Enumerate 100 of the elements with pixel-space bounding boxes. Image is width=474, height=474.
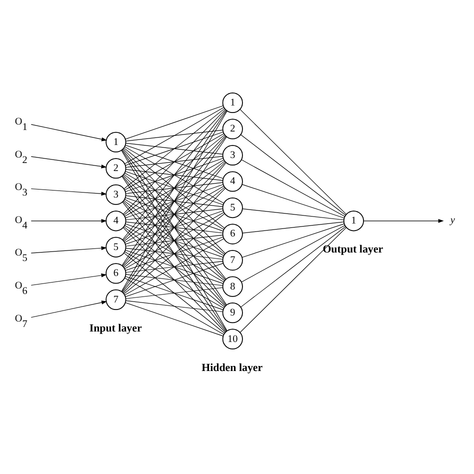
node-circle: 1 [222,92,243,113]
connector [124,250,224,308]
connector [126,274,223,286]
node-circle: 8 [222,276,243,296]
connector [122,200,226,306]
node-circle: 1 [106,131,126,152]
connector [122,201,226,332]
connector [126,182,223,194]
connector [124,185,224,242]
connector [240,108,347,214]
arrow [30,246,107,253]
connector [122,226,226,332]
arrow [364,218,444,222]
connector [122,110,227,266]
connector [121,110,228,292]
connector [126,168,223,180]
connector [124,159,224,216]
connector [125,184,224,218]
connector [125,262,224,296]
node-circle: 7 [222,250,243,270]
connector [122,161,226,267]
connector [122,162,226,292]
connector [125,157,224,192]
connector [121,150,228,331]
connector [124,172,224,230]
node-circle: 3 [106,184,126,204]
connector [125,223,224,258]
connector [122,188,226,293]
node-text: y [450,214,455,226]
connector [122,176,227,331]
connector [122,109,226,240]
connector [126,286,223,298]
node-circle: 4 [106,210,126,231]
node-circle: 6 [106,262,126,284]
node-circle: 7 [106,288,126,310]
connector [240,226,346,307]
connector [241,159,345,216]
connector [122,174,226,306]
node-circle: 2 [106,158,126,178]
connector [125,170,224,205]
connector [125,131,224,166]
connector [122,136,227,292]
connector [122,148,226,279]
node-circle: 4 [222,170,243,192]
label: Hidden layer [202,361,263,374]
connector [126,234,223,246]
connector [126,300,223,312]
node-circle: 1 [343,210,364,231]
connector [122,148,226,254]
connector [124,174,225,254]
connector [122,149,227,305]
node-circle: 6 [222,223,243,244]
connector [122,174,226,280]
node-circle: 2 [222,118,243,139]
connector [124,226,225,307]
arrow [30,188,107,196]
connector [126,156,223,168]
connector [126,260,223,272]
node-circle: 5 [222,197,243,218]
node-circle: 10 [222,328,243,349]
connector [124,106,224,164]
connector [124,146,224,203]
connector [125,104,224,139]
connector [242,208,344,220]
connector [125,196,224,231]
connector [242,184,344,218]
connector [126,194,223,207]
arrow [30,300,108,318]
connector [126,142,223,154]
arrow [30,218,107,222]
connector [240,134,346,215]
label: Output layer [322,243,384,256]
connector [122,108,226,214]
connector [124,198,224,256]
connector [124,134,225,215]
connector [126,129,223,141]
connector [125,302,224,336]
connector [242,223,344,258]
connector [240,226,347,332]
connector [124,238,224,295]
connector [124,186,225,268]
arrow [30,124,108,141]
connector [126,208,223,220]
connector [125,276,224,310]
connector [124,160,225,241]
connector [125,144,224,178]
node-circle: 9 [222,302,243,323]
connector [124,212,224,269]
connector [124,200,225,280]
connector [125,236,224,270]
connector [122,135,226,240]
connector [242,221,344,233]
label: Input layer [89,322,142,334]
node-circle: 3 [222,144,243,166]
connector [126,221,223,233]
connector [124,277,224,334]
connector [122,136,226,266]
node-circle: 5 [106,236,126,257]
arrow [30,272,107,286]
connector [124,224,224,282]
